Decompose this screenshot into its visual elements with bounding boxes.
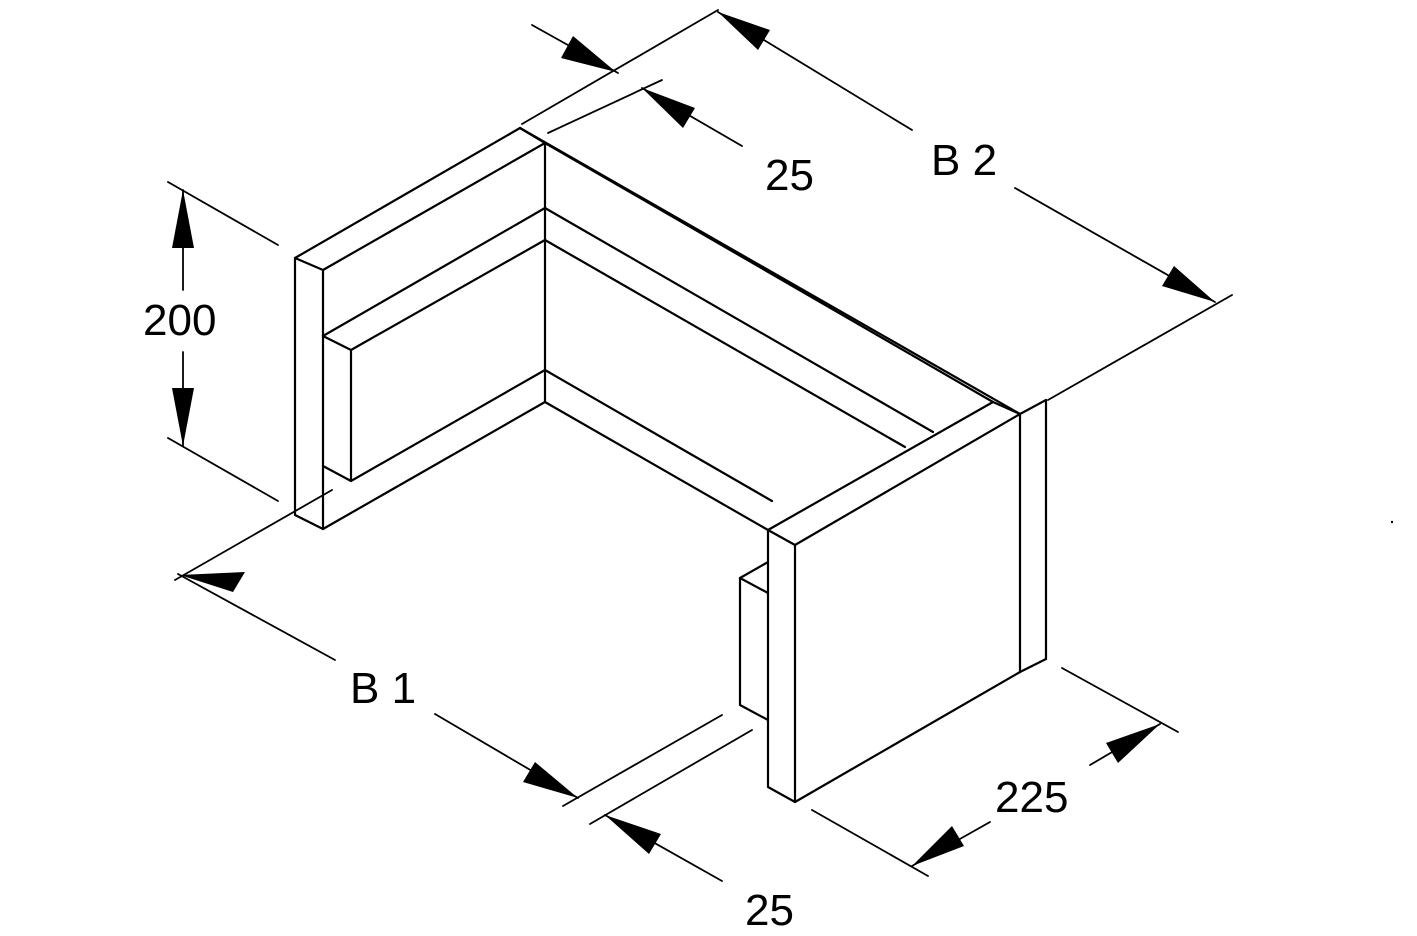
arrowhead-icon [172,190,194,248]
arrowhead-icon [1106,724,1160,763]
arrowheads [172,12,1215,866]
part-outline [293,126,1048,804]
bottom-flange-label: 25 [745,886,794,935]
depth-label: 225 [995,773,1068,822]
b1-label: B 1 [350,664,416,713]
stray-dot [1390,520,1394,524]
arrowhead-icon [605,815,661,854]
height-label: 200 [143,296,216,345]
arrowhead-icon [523,762,578,798]
dimension-labels: 200 B 2 25 B 1 225 25 [143,136,1068,935]
arrowhead-icon [561,36,616,72]
arrowhead-icon [642,88,695,128]
arrowhead-icon [912,826,964,866]
arrowhead-icon [1162,266,1215,302]
top-flange-label: 25 [765,151,814,200]
b2-label: B 2 [931,136,997,185]
arrowhead-icon [718,12,770,50]
dimension-lines [167,9,1233,882]
arrowhead-icon [180,572,245,592]
arrowhead-icon [172,388,194,446]
